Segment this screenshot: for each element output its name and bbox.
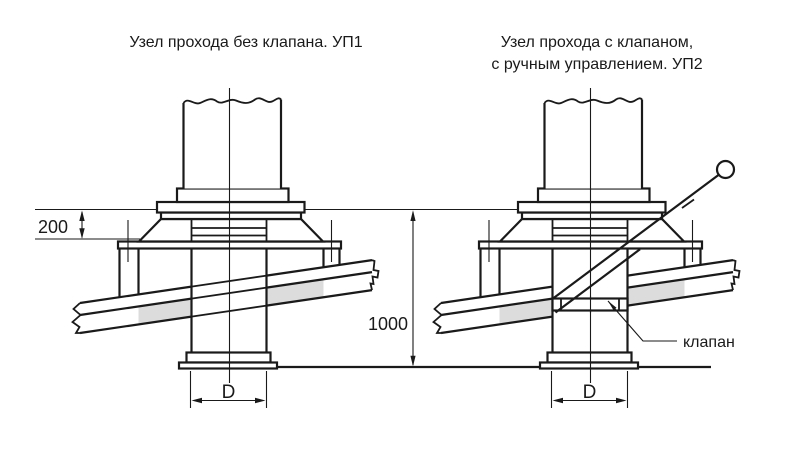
title-left-unit: Узел прохода без клапана. УП1 bbox=[129, 34, 362, 51]
dim-1000-label: 1000 bbox=[368, 314, 408, 334]
handle-knob bbox=[715, 159, 736, 180]
valve-control-rod bbox=[552, 159, 736, 314]
valve-leader bbox=[607, 300, 677, 342]
left-unit bbox=[71, 86, 380, 410]
title-right-unit-line1: Узел прохода с клапаном, bbox=[501, 34, 694, 51]
right-unit: клапан bbox=[432, 86, 741, 410]
roof-lines-through-duct bbox=[191, 274, 267, 318]
dim-200-label: 200 bbox=[38, 217, 68, 237]
dimension-1000: 1000 bbox=[368, 210, 416, 367]
valve-label: клапан bbox=[683, 334, 735, 351]
leader-arrowhead bbox=[608, 301, 617, 311]
dimension-200: 200 bbox=[38, 210, 85, 239]
title-right-unit-line2: с ручным управлением. УП2 bbox=[491, 56, 702, 73]
